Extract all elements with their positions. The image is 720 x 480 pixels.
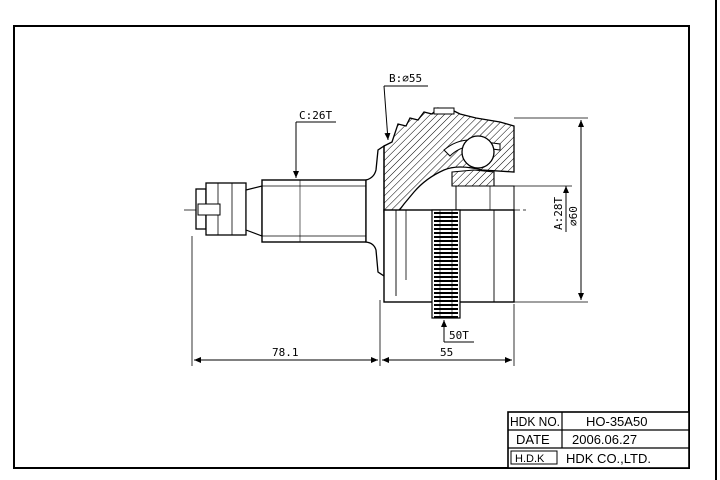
abs-tooth	[434, 232, 458, 234]
callout-abs-teeth: 50T	[441, 320, 474, 343]
callout-b-label: B:⌀55	[389, 72, 422, 85]
abs-tooth	[434, 252, 458, 254]
abs-tooth	[434, 236, 458, 238]
callout-c-shaft-spline: C:26T	[293, 109, 336, 178]
abs-tooth	[434, 212, 458, 214]
title-no-value: HO-35A50	[586, 414, 647, 429]
abs-tooth	[434, 240, 458, 242]
abs-tooth	[434, 276, 458, 278]
abs-tooth	[434, 220, 458, 222]
abs-tooth	[434, 272, 458, 274]
dimension-outer-diameter: ⌀60	[514, 117, 588, 303]
callout-c-label: C:26T	[299, 109, 332, 122]
abs-tooth	[434, 280, 458, 282]
title-company: HDK CO.,LTD.	[566, 451, 651, 466]
hdk-logo-text: H.D.K	[515, 453, 545, 465]
abs-tooth	[434, 248, 458, 250]
abs-tooth	[434, 304, 458, 306]
dimension-phi-label: ⌀60	[567, 206, 580, 226]
inner-spline-a	[455, 185, 515, 211]
callout-abs-label: 50T	[449, 329, 469, 342]
outer-race-lug	[433, 107, 455, 115]
abs-tooth	[434, 216, 458, 218]
title-date-label: DATE	[516, 432, 550, 447]
dimension-a-inner-spline: A:28T	[514, 185, 572, 232]
abs-tooth	[434, 316, 458, 318]
abs-tooth	[434, 224, 458, 226]
abs-tooth	[434, 300, 458, 302]
abs-tooth	[434, 288, 458, 290]
dimension-right-label: 55	[440, 346, 453, 359]
abs-tooth	[434, 284, 458, 286]
title-block: HDK NO. HO-35A50 DATE 2006.06.27 H.D.K H…	[507, 411, 690, 469]
abs-tooth	[434, 312, 458, 314]
shaft-end	[195, 182, 263, 237]
abs-tooth	[434, 308, 458, 310]
dimension-length: 78.1 55	[191, 236, 515, 366]
dimension-a-label: A:28T	[552, 197, 565, 230]
abs-tooth	[434, 244, 458, 246]
inner-race	[451, 169, 495, 187]
callout-b-outer-diameter: B:⌀55	[383, 72, 428, 141]
abs-ring	[431, 209, 461, 319]
abs-tooth	[434, 292, 458, 294]
abs-tooth	[434, 296, 458, 298]
abs-tooth	[434, 264, 458, 266]
abs-tooth	[434, 268, 458, 270]
abs-tooth	[434, 256, 458, 258]
abs-tooth	[434, 228, 458, 230]
dimension-left-label: 78.1	[272, 346, 299, 359]
ball	[461, 135, 495, 169]
abs-tooth	[434, 260, 458, 262]
drawing-frame	[13, 25, 690, 469]
title-date-value: 2006.06.27	[572, 432, 637, 447]
stem-neck	[365, 144, 385, 278]
hdk-logo	[510, 450, 558, 465]
title-no-label: HDK NO.	[510, 414, 560, 429]
shaft-spline-c	[261, 179, 367, 243]
outer-race-section	[383, 107, 515, 213]
